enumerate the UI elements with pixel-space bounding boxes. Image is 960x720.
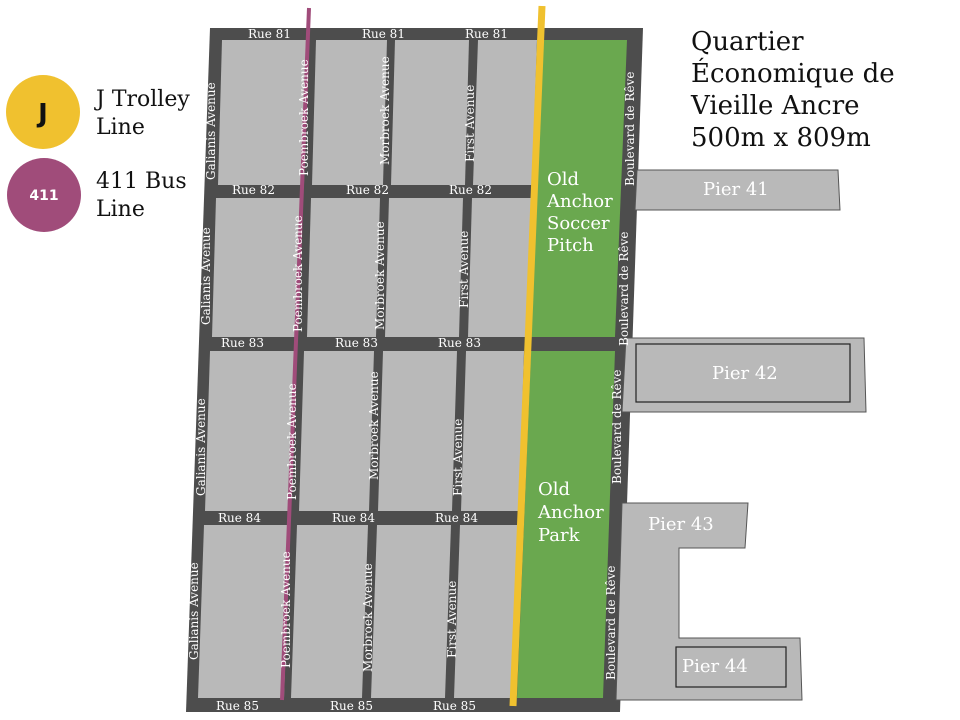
city-block (468, 198, 531, 337)
city-block (378, 351, 457, 511)
poembroek-avenue-label-4: Poembroek Avenue (279, 551, 293, 668)
pier-44-inner (675, 646, 787, 688)
park-label-3: Park (538, 525, 581, 546)
rue-82-label-3: Rue 82 (449, 183, 492, 197)
pier-43-label: Pier 43 (648, 514, 714, 535)
rue-84-label-2: Rue 84 (332, 511, 375, 525)
bus-route-411 (280, 7, 311, 701)
trolley-route-j (509, 5, 546, 707)
pier-44-label: Pier 44 (682, 656, 748, 677)
galianis-avenue-label-2: Galianis Avenue (199, 227, 213, 325)
galianis-avenue-label-1: Galianis Avenue (204, 82, 218, 180)
poembroek-avenue-label-1: Poembroek Avenue (297, 59, 311, 176)
rue-81-label-1: Rue 81 (248, 27, 291, 41)
rue-83-label-1: Rue 83 (221, 336, 264, 350)
bus-legend-line-1: 411 Bus (96, 169, 187, 194)
poembroek-avenue-label-2: Poembroek Avenue (291, 215, 305, 332)
city-block (371, 525, 451, 698)
boulevard-de-reve-label-1: Boulevard de Rêve (623, 72, 637, 187)
first-avenue-label-3: First Avenue (451, 419, 465, 496)
rue-85-label-2: Rue 85 (330, 699, 373, 713)
rue-83-label-2: Rue 83 (335, 336, 378, 350)
morbroek-avenue-label-2: Morbroek Avenue (373, 221, 387, 330)
trolley-legend-line-2: Line (96, 115, 145, 140)
map-title-line-2: Économique de (691, 57, 895, 89)
soccer-pitch-label-4: Pitch (547, 235, 594, 256)
pier-41 (634, 169, 841, 211)
park-area (517, 351, 615, 698)
morbroek-avenue-label-4: Morbroek Avenue (361, 563, 375, 672)
morbroek-avenue-label-3: Morbroek Avenue (367, 371, 381, 480)
morbroek-avenue-label-1: Morbroek Avenue (378, 56, 392, 165)
bus-badge-number: 411 (29, 188, 58, 204)
soccer-pitch-label-2: Anchor (546, 191, 613, 212)
rue-84-label-3: Rue 84 (435, 511, 478, 525)
boulevard-de-reve-label-2: Boulevard de Rêve (617, 232, 631, 347)
soccer-pitch-label-3: Soccer (547, 213, 610, 234)
soccer-pitch-label-1: Old (547, 169, 579, 190)
pier-42-label: Pier 42 (712, 363, 778, 384)
city-block (291, 525, 368, 698)
trolley-legend-line-1: J Trolley (94, 87, 190, 112)
park-label-1: Old (538, 479, 570, 500)
boulevard-de-reve-label-3: Boulevard de Rêve (610, 370, 624, 485)
pier-42-inner (635, 343, 851, 403)
city-block (391, 40, 469, 185)
city-block (473, 40, 537, 185)
city-block (212, 198, 302, 337)
rue-85-label-3: Rue 85 (433, 699, 476, 713)
rue-83-label-3: Rue 83 (438, 336, 481, 350)
galianis-avenue-label-3: Galianis Avenue (194, 398, 208, 496)
first-avenue-label-2: First Avenue (457, 231, 471, 308)
rue-82-label-2: Rue 82 (346, 183, 389, 197)
rue-81-label-2: Rue 81 (362, 27, 405, 41)
trolley-badge-letter: J (36, 99, 48, 129)
city-block (205, 351, 296, 511)
first-avenue-label-1: First Avenue (463, 85, 477, 162)
first-avenue-label-4: First Avenue (445, 581, 459, 658)
map-title-line-4: 500m x 809m (691, 123, 871, 153)
bus-legend-line-2: Line (96, 197, 145, 222)
city-block (198, 525, 290, 698)
galianis-avenue-label-4: Galianis Avenue (187, 562, 201, 660)
map-title-line-3: Vieille Ancre (690, 91, 860, 121)
map-title-line-1: Quartier (691, 27, 804, 57)
city-block (454, 525, 518, 698)
city-block (307, 198, 380, 337)
pier-41-label: Pier 41 (703, 179, 769, 200)
rue-84-label-1: Rue 84 (218, 511, 261, 525)
city-block (312, 40, 387, 185)
poembroek-avenue-label-3: Poembroek Avenue (285, 383, 299, 500)
park-label-2: Anchor (537, 502, 604, 523)
city-block (299, 351, 374, 511)
trolley-legend-badge (6, 75, 80, 149)
bus-legend-badge (7, 158, 81, 232)
rue-85-label-1: Rue 85 (216, 699, 259, 713)
soccer-pitch-area (531, 40, 627, 337)
rue-82-label-1: Rue 82 (232, 183, 275, 197)
boulevard-de-reve-label-4: Boulevard de Rêve (604, 566, 618, 681)
city-block (385, 198, 463, 337)
city-block (461, 351, 524, 511)
rue-81-label-3: Rue 81 (465, 27, 508, 41)
city-block (218, 40, 306, 185)
